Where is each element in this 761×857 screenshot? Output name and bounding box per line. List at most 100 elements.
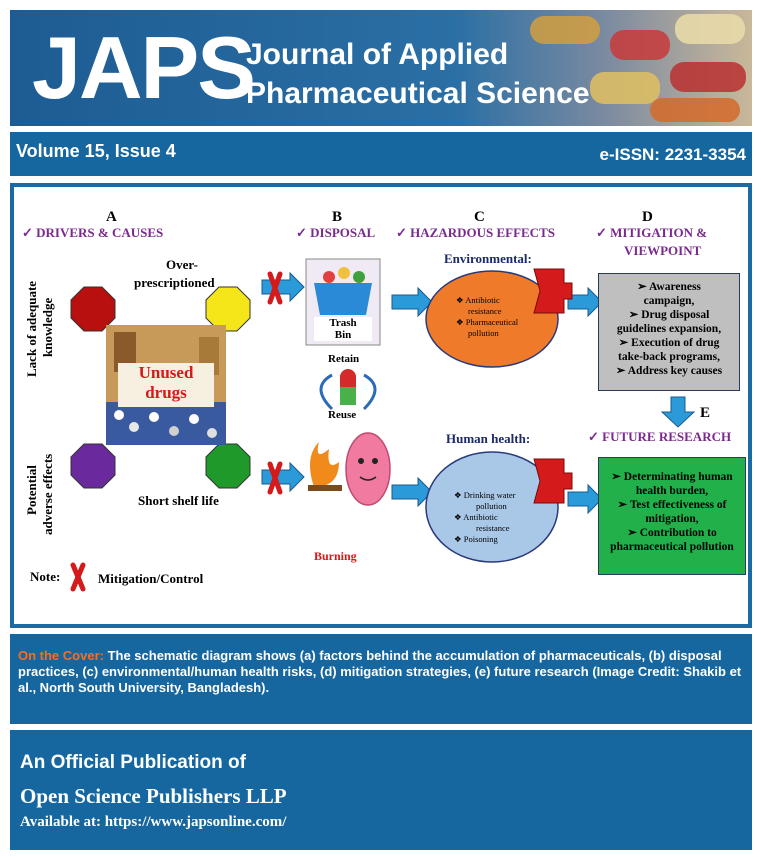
mitigation-item: guidelines expansion, [616, 323, 722, 335]
caption-label: On the Cover: [18, 648, 104, 663]
capsule-decoration [675, 14, 745, 44]
section-hazards: ✓ HAZARDOUS EFFECTS [396, 225, 555, 240]
cover-caption: On the Cover: The schematic diagram show… [18, 648, 744, 696]
publisher-footer: An Official Publication of Open Science … [10, 730, 752, 850]
trash-line2: Bin [334, 329, 352, 341]
env-item: Antibiotic [465, 295, 500, 305]
unused-drugs-line1: Unused [138, 363, 194, 382]
capsule-decoration [610, 30, 670, 60]
over-label: Over- [166, 257, 198, 272]
arrow-down-d-to-e [660, 396, 696, 428]
future-item: ➢ Test effectiveness of [617, 499, 727, 511]
red-octagon [70, 286, 116, 332]
official-publication-label: An Official Publication of [20, 752, 246, 773]
label-e: E [700, 405, 711, 421]
arrow-to-mitigation [567, 286, 603, 318]
volume-issue: Volume 15, Issue 4 [16, 141, 176, 161]
green-octagon [205, 443, 251, 489]
human-item: Drinking water [463, 490, 516, 500]
schematic-diagram: A B C D E ✓ DRIVERS & CAUSES ✓ DISPOSAL … [14, 187, 748, 624]
note-label: Note: [30, 569, 61, 584]
journal-banner: JAPS Journal of Applied Pharmaceutical S… [10, 10, 752, 126]
caption-text: The schematic diagram shows (a) factors … [18, 648, 742, 695]
burning-image [308, 432, 391, 506]
note-text: Mitigation/Control [98, 571, 204, 586]
label-c: C [474, 209, 485, 225]
arrow-to-effects [391, 286, 433, 318]
short-shelf-label: Short shelf life [138, 493, 219, 508]
section-disposal: ✓ DISPOSAL [296, 225, 376, 240]
mitigation-item: ➢ Address key causes [615, 365, 723, 377]
section-future: ✓ FUTURE RESEARCH [588, 429, 732, 444]
adverse-effects-label-line2: adverse effects [40, 453, 55, 535]
mitigation-x-mark-bottom [267, 461, 283, 495]
issn: e-ISSN: 2231-3354 [599, 145, 746, 164]
human-item: pollution [476, 501, 507, 511]
publisher-name: Open Science Publishers LLP [20, 784, 287, 808]
mitigation-item: campaign, [643, 295, 695, 307]
label-d: D [642, 209, 653, 225]
diagram-frame: A B C D E ✓ DRIVERS & CAUSES ✓ DISPOSAL … [10, 183, 752, 628]
arrow-to-human-effects [391, 476, 433, 508]
future-item: ➢ Contribution to [627, 527, 717, 539]
environmental-label: Environmental: [444, 251, 532, 266]
mitigation-bracket-bottom [533, 458, 573, 504]
env-item: pollution [468, 328, 499, 338]
mitigation-item: take-back programs, [617, 351, 720, 363]
issue-bar: Volume 15, Issue 4 e-ISSN: 2231-3354 [10, 132, 752, 176]
future-item: ➢ Determinating human [611, 471, 733, 483]
cover-caption-box: On the Cover: The schematic diagram show… [10, 634, 752, 724]
human-health-label: Human health: [446, 431, 531, 446]
journal-title-line1: Journal of Applied [246, 38, 509, 71]
mitigation-x-mark-top [267, 271, 283, 305]
unused-drugs-label: Unused drugs [118, 363, 214, 407]
trash-bin-label: Trash Bin [314, 317, 372, 341]
human-item: resistance [476, 523, 510, 533]
retain-label: Retain [328, 353, 360, 365]
lack-knowledge-label-line2: knowledge [40, 297, 55, 357]
environmental-ellipse [425, 270, 559, 368]
section-drivers: ✓ DRIVERS & CAUSES [22, 225, 164, 240]
capsule-decoration [530, 16, 600, 44]
environmental-effects-list: ❖ Antibiotic resistance ❖ Pharmaceutical… [456, 295, 536, 339]
burning-label: Burning [314, 549, 357, 563]
arrow-to-disposal [261, 271, 305, 303]
reuse-label: Reuse [328, 409, 357, 421]
capsule-decoration [650, 98, 740, 122]
over-label-line2: prescriptioned [134, 275, 215, 290]
mitigation-item: ➢ Awareness [637, 281, 701, 293]
cycle-arrow-left [319, 373, 334, 411]
human-item: Poisoning [463, 534, 498, 544]
trash-line1: Trash [329, 317, 357, 329]
capsule-decoration [590, 72, 660, 104]
label-a: A [106, 209, 117, 225]
arrow-to-burning [261, 461, 305, 493]
lack-knowledge-label: Lack of adequate [24, 280, 39, 377]
future-item: mitigation, [645, 513, 699, 525]
human-health-ellipse [425, 451, 559, 563]
mitigation-bracket-top [533, 268, 573, 314]
cycle-arrow-right [362, 373, 377, 411]
website-link[interactable]: Available at: https://www.japsonline.com… [20, 814, 287, 830]
unused-drugs-line2: drugs [145, 383, 187, 402]
section-mitigation-line2: VIEWPOINT [624, 243, 702, 258]
future-item: pharmaceutical pollution [610, 541, 734, 553]
note-x-mark [70, 562, 86, 592]
section-mitigation: ✓ MITIGATION & [596, 225, 708, 240]
mitigation-item: ➢ Execution of drug [618, 337, 720, 349]
mitigation-box: ➢ Awareness campaign, ➢ Drug disposal gu… [598, 273, 740, 391]
yellow-octagon [205, 286, 251, 332]
mitigation-item: ➢ Drug disposal [628, 309, 710, 321]
future-research-box: ➢ Determinating human health burden, ➢ T… [598, 457, 746, 575]
env-item: resistance [468, 306, 502, 316]
journal-logo: JAPS [32, 18, 256, 117]
journal-title-line2: Pharmaceutical Science [246, 77, 590, 110]
purple-octagon [70, 443, 116, 489]
human-item: Antibiotic [463, 512, 498, 522]
env-item: Pharmaceutical [465, 317, 519, 327]
arrow-to-future [567, 483, 603, 515]
capsule-decoration [670, 62, 746, 92]
adverse-effects-label: Potential [24, 465, 39, 515]
future-item: health burden, [635, 485, 709, 497]
label-b: B [332, 209, 343, 225]
